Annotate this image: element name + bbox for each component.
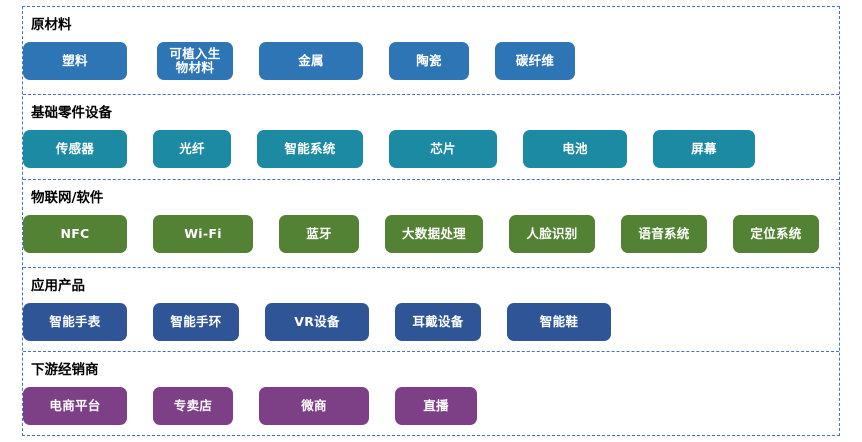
pill-application-products-4[interactable]: 智能鞋 [507, 302, 611, 341]
pill-application-products-3[interactable]: 耳戴设备 [395, 302, 481, 341]
pill-row-application-products: 智能手表智能手环 VR设备耳戴设备智能鞋 [23, 302, 839, 341]
section-raw-materials: 原材料塑料可植入生 物材料金属陶瓷碳纤维 [23, 7, 839, 95]
pill-basic-parts-equipment-2[interactable]: 智能系统 [257, 129, 363, 168]
section-title-application-products: 应用产品 [31, 278, 85, 294]
pill-raw-materials-4[interactable]: 碳纤维 [495, 41, 575, 80]
pill-iot-software-6[interactable]: 定位系统 [733, 214, 819, 253]
pill-raw-materials-3[interactable]: 陶瓷 [389, 41, 469, 80]
pill-iot-software-1[interactable]: Wi-Fi [153, 214, 253, 253]
pill-basic-parts-equipment-3[interactable]: 芯片 [389, 129, 497, 168]
pill-basic-parts-equipment-4[interactable]: 电池 [523, 129, 627, 168]
section-application-products: 应用产品智能手表智能手环 VR设备耳戴设备智能鞋 [23, 268, 839, 352]
pill-raw-materials-1[interactable]: 可植入生 物材料 [157, 41, 233, 80]
section-title-iot-software: 物联网/软件 [31, 190, 104, 206]
pill-iot-software-5[interactable]: 语音系统 [621, 214, 707, 253]
pill-row-raw-materials: 塑料可植入生 物材料金属陶瓷碳纤维 [23, 41, 839, 80]
pill-application-products-2[interactable]: VR设备 [265, 302, 369, 341]
pill-iot-software-2[interactable]: 蓝牙 [279, 214, 359, 253]
pill-iot-software-3[interactable]: 大数据处理 [385, 214, 483, 253]
pill-row-iot-software: NFC Wi-Fi 蓝牙大数据处理人脸识别语音系统定位系统 [23, 214, 839, 253]
pill-downstream-distributors-3[interactable]: 直播 [395, 386, 477, 425]
section-downstream-distributors: 下游经销商电商平台专卖店微商直播 [23, 352, 839, 435]
section-iot-software: 物联网/软件 NFC Wi-Fi 蓝牙大数据处理人脸识别语音系统定位系统 [23, 180, 839, 268]
industry-chain-diagram: 原材料塑料可植入生 物材料金属陶瓷碳纤维基础零件设备传感器光纤智能系统芯片电池屏… [22, 6, 840, 436]
pill-raw-materials-2[interactable]: 金属 [259, 41, 363, 80]
pill-basic-parts-equipment-5[interactable]: 屏幕 [653, 129, 755, 168]
pill-basic-parts-equipment-1[interactable]: 光纤 [153, 129, 231, 168]
pill-downstream-distributors-2[interactable]: 微商 [259, 386, 369, 425]
pill-downstream-distributors-1[interactable]: 专卖店 [153, 386, 233, 425]
pill-raw-materials-0[interactable]: 塑料 [23, 41, 127, 80]
pill-downstream-distributors-0[interactable]: 电商平台 [23, 386, 127, 425]
pill-row-downstream-distributors: 电商平台专卖店微商直播 [23, 386, 839, 425]
pill-application-products-1[interactable]: 智能手环 [153, 302, 239, 341]
section-title-raw-materials: 原材料 [31, 17, 72, 33]
pill-application-products-0[interactable]: 智能手表 [23, 302, 127, 341]
pill-basic-parts-equipment-0[interactable]: 传感器 [23, 129, 127, 168]
section-title-downstream-distributors: 下游经销商 [31, 362, 99, 378]
pill-iot-software-4[interactable]: 人脸识别 [509, 214, 595, 253]
pill-row-basic-parts-equipment: 传感器光纤智能系统芯片电池屏幕 [23, 129, 839, 168]
section-basic-parts-equipment: 基础零件设备传感器光纤智能系统芯片电池屏幕 [23, 95, 839, 180]
pill-iot-software-0[interactable]: NFC [23, 214, 127, 253]
section-title-basic-parts-equipment: 基础零件设备 [31, 105, 112, 121]
